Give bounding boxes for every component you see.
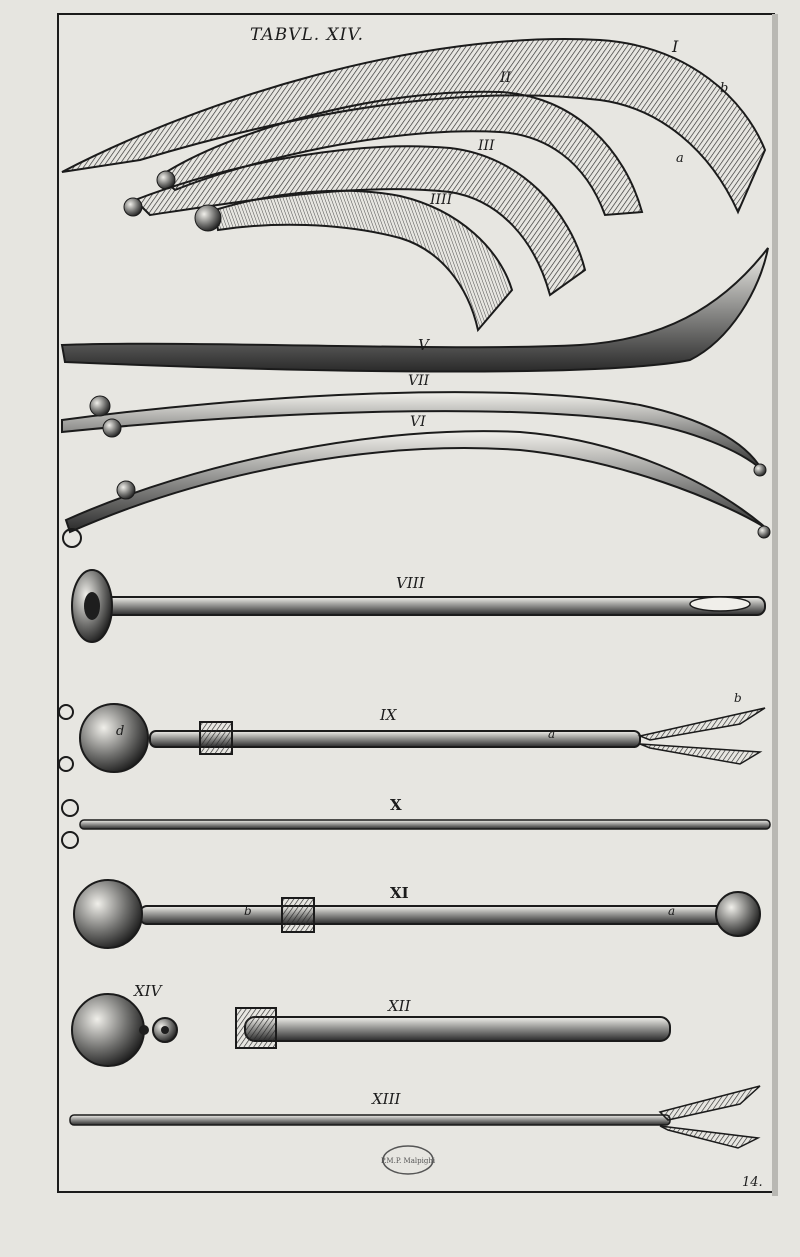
- figure-label-IX: IX: [379, 706, 398, 724]
- figure-label-VII: VII: [408, 373, 430, 389]
- figure-11-instrument: [73, 879, 761, 949]
- figure-label-XII: XII: [387, 997, 412, 1015]
- library-stamp: P.M.P. Malpighi: [381, 1145, 436, 1175]
- figure-9-instrument: [58, 703, 766, 773]
- figure-label-X: X: [390, 796, 402, 814]
- figure-label-I: I: [671, 37, 679, 56]
- figure-letter-I-b: b: [720, 81, 728, 96]
- figure-letter-IX-b: b: [734, 691, 742, 705]
- figure-letter-XI-b: b: [244, 904, 252, 918]
- stamp-text: P.M.P. Malpighi: [381, 1157, 436, 1165]
- figure-8-instrument: [71, 569, 766, 643]
- figure-label-IIII: IIII: [429, 192, 453, 208]
- figure-6-instrument: [62, 430, 771, 548]
- figure-letter-XI-a: a: [668, 904, 675, 918]
- figure-label-XI: XI: [390, 884, 409, 902]
- figure-label-VI: VI: [410, 414, 426, 430]
- figure-13-instrument: [69, 1085, 761, 1149]
- figure-label-III: III: [477, 138, 495, 154]
- figure-label-XIII: XIII: [371, 1090, 402, 1108]
- figure-label-II: II: [499, 70, 512, 86]
- plate-shadow-edge: [772, 14, 778, 1196]
- figure-label-V: V: [418, 336, 431, 354]
- figure-label-XIV: XIV: [133, 982, 164, 1000]
- figure-letter-I-a: a: [676, 151, 684, 166]
- page-number: 14.: [742, 1175, 763, 1190]
- figure-letter-IX-a: a: [548, 727, 555, 741]
- figure-10-instrument: [61, 799, 771, 849]
- figure-label-VIII: VIII: [396, 574, 426, 592]
- figure-letter-IX-d: d: [116, 724, 124, 739]
- figure-7-instrument: [61, 391, 767, 477]
- figure-4-blade: [194, 189, 514, 333]
- figure-14-instrument: [71, 993, 178, 1067]
- plate-title: TABVL. XIV.: [250, 25, 364, 45]
- figure-5-instrument: [60, 247, 769, 373]
- figure-12-instrument: [235, 1007, 671, 1049]
